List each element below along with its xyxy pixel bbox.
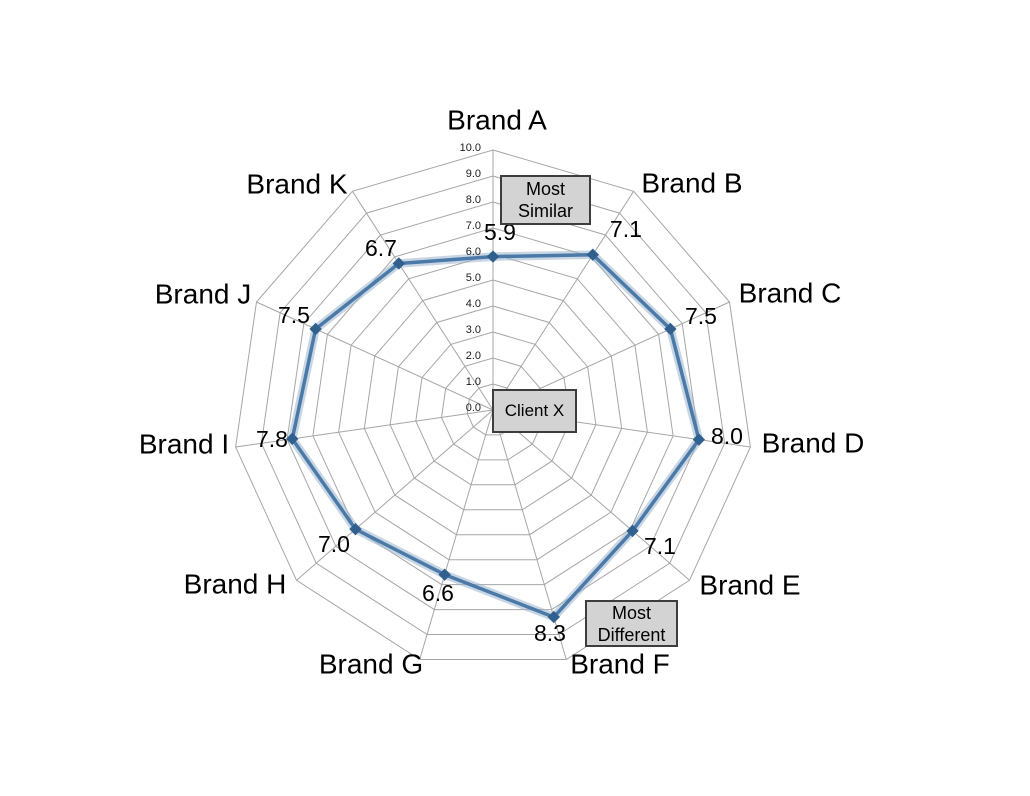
value-label-brand-f: 8.3 (534, 620, 566, 646)
data-point-brand-j (309, 322, 322, 336)
tick-label-6.0: 6.0 (466, 246, 481, 258)
data-point-brand-h (349, 522, 362, 536)
axis-spoke-brand-g (419, 409, 494, 660)
data-point-brand-e (626, 524, 639, 538)
category-label-brand-a: Brand A (447, 104, 547, 135)
tick-label-7.0: 7.0 (466, 220, 481, 232)
data-point-brand-a (486, 250, 500, 263)
tick-label-4.0: 4.0 (466, 298, 481, 310)
axis-spoke-brand-b (492, 191, 635, 411)
data-point-brand-i (286, 432, 299, 446)
data-point-brand-g (438, 568, 451, 581)
series-line-client-x (290, 252, 701, 619)
grid-ring-7 (312, 227, 674, 586)
category-label-brand-d: Brand D (762, 427, 865, 458)
value-label-brand-e: 7.1 (644, 533, 676, 559)
tick-label-2.0: 2.0 (466, 350, 481, 362)
grid-ring-6 (338, 253, 648, 561)
data-point-brand-k (392, 257, 406, 270)
category-label-brand-i: Brand I (139, 428, 229, 459)
tick-label-8.0: 8.0 (466, 194, 481, 206)
legend-client-x: Client X (492, 389, 577, 433)
data-point-brand-c (664, 322, 677, 336)
value-label-brand-g: 6.6 (422, 580, 454, 606)
grid-ring-9 (260, 175, 726, 635)
value-label-brand-d: 8.0 (711, 423, 743, 449)
series-line-glow (288, 250, 704, 622)
value-label-brand-b: 7.1 (610, 216, 642, 242)
grid-ring-5 (363, 279, 623, 536)
tick-label-1.0: 1.0 (466, 376, 481, 388)
tick-label-0.0: 0.0 (466, 402, 481, 414)
tick-label-5.0: 5.0 (466, 272, 481, 284)
grid-ring-4 (389, 305, 597, 511)
grid-ring-3 (415, 331, 571, 486)
axis-spoke-brand-i (235, 409, 494, 448)
data-point-brand-d (692, 433, 706, 446)
value-label-brand-j: 7.5 (278, 302, 310, 328)
tick-label-3.0: 3.0 (466, 324, 481, 336)
category-label-brand-g: Brand G (319, 648, 423, 679)
category-label-brand-b: Brand B (641, 167, 742, 198)
grid-ring-10 (235, 149, 751, 660)
category-label-brand-f: Brand F (570, 648, 670, 679)
annotation-most-different: Most Different (585, 600, 678, 647)
data-point-brand-f (547, 610, 560, 624)
axis-spoke-brand-j (256, 301, 494, 411)
category-label-brand-k: Brand K (246, 168, 347, 199)
grid-ring-2 (440, 357, 546, 461)
data-point-brand-b (586, 248, 600, 261)
axis-spoke-brand-k (351, 191, 494, 411)
category-label-brand-h: Brand H (184, 568, 287, 599)
tick-label-9.0: 9.0 (466, 168, 481, 180)
value-label-brand-c: 7.5 (685, 303, 717, 329)
annotation-most-similar: Most Similar (500, 175, 591, 225)
axis-spoke-brand-e (492, 409, 690, 581)
tick-label-10.0: 10.0 (460, 142, 481, 154)
value-label-brand-i: 7.8 (256, 426, 288, 452)
value-label-brand-h: 7.0 (318, 531, 350, 557)
category-label-brand-c: Brand C (739, 277, 842, 308)
grid-ring-8 (286, 201, 700, 611)
value-label-brand-k: 6.7 (365, 235, 397, 261)
axis-spoke-brand-h (296, 409, 494, 581)
category-label-brand-j: Brand J (155, 278, 252, 309)
category-label-brand-e: Brand E (699, 569, 800, 600)
